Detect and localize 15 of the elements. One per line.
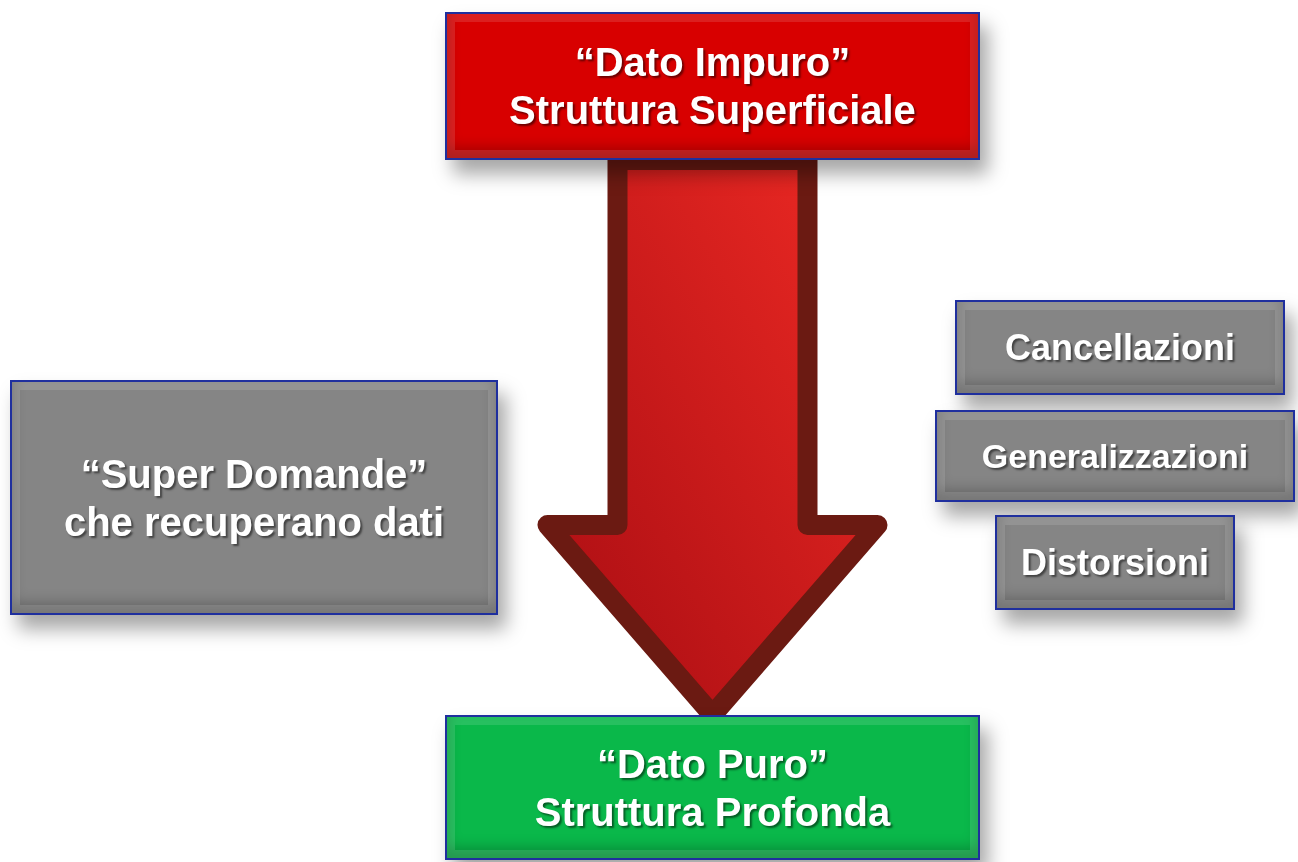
box-label: che recuperano dati [63, 498, 445, 546]
box-label: Generalizzazioni [981, 435, 1249, 477]
text-box [445, 12, 980, 160]
box-label: Cancellazioni [1004, 325, 1236, 370]
text-box [935, 410, 1295, 502]
box-label: “Dato Impuro” [574, 39, 851, 86]
box-label: “Super Domande” [80, 450, 428, 498]
box-label: Struttura Profonda [534, 788, 891, 836]
box-label: Distorsioni [1021, 540, 1209, 585]
box-label: “Dato Puro” [596, 740, 829, 788]
text-box [955, 300, 1285, 395]
text-box [10, 380, 498, 615]
box-label: Struttura Superficiale [509, 87, 916, 134]
text-box [995, 515, 1235, 610]
text-box [445, 715, 980, 860]
